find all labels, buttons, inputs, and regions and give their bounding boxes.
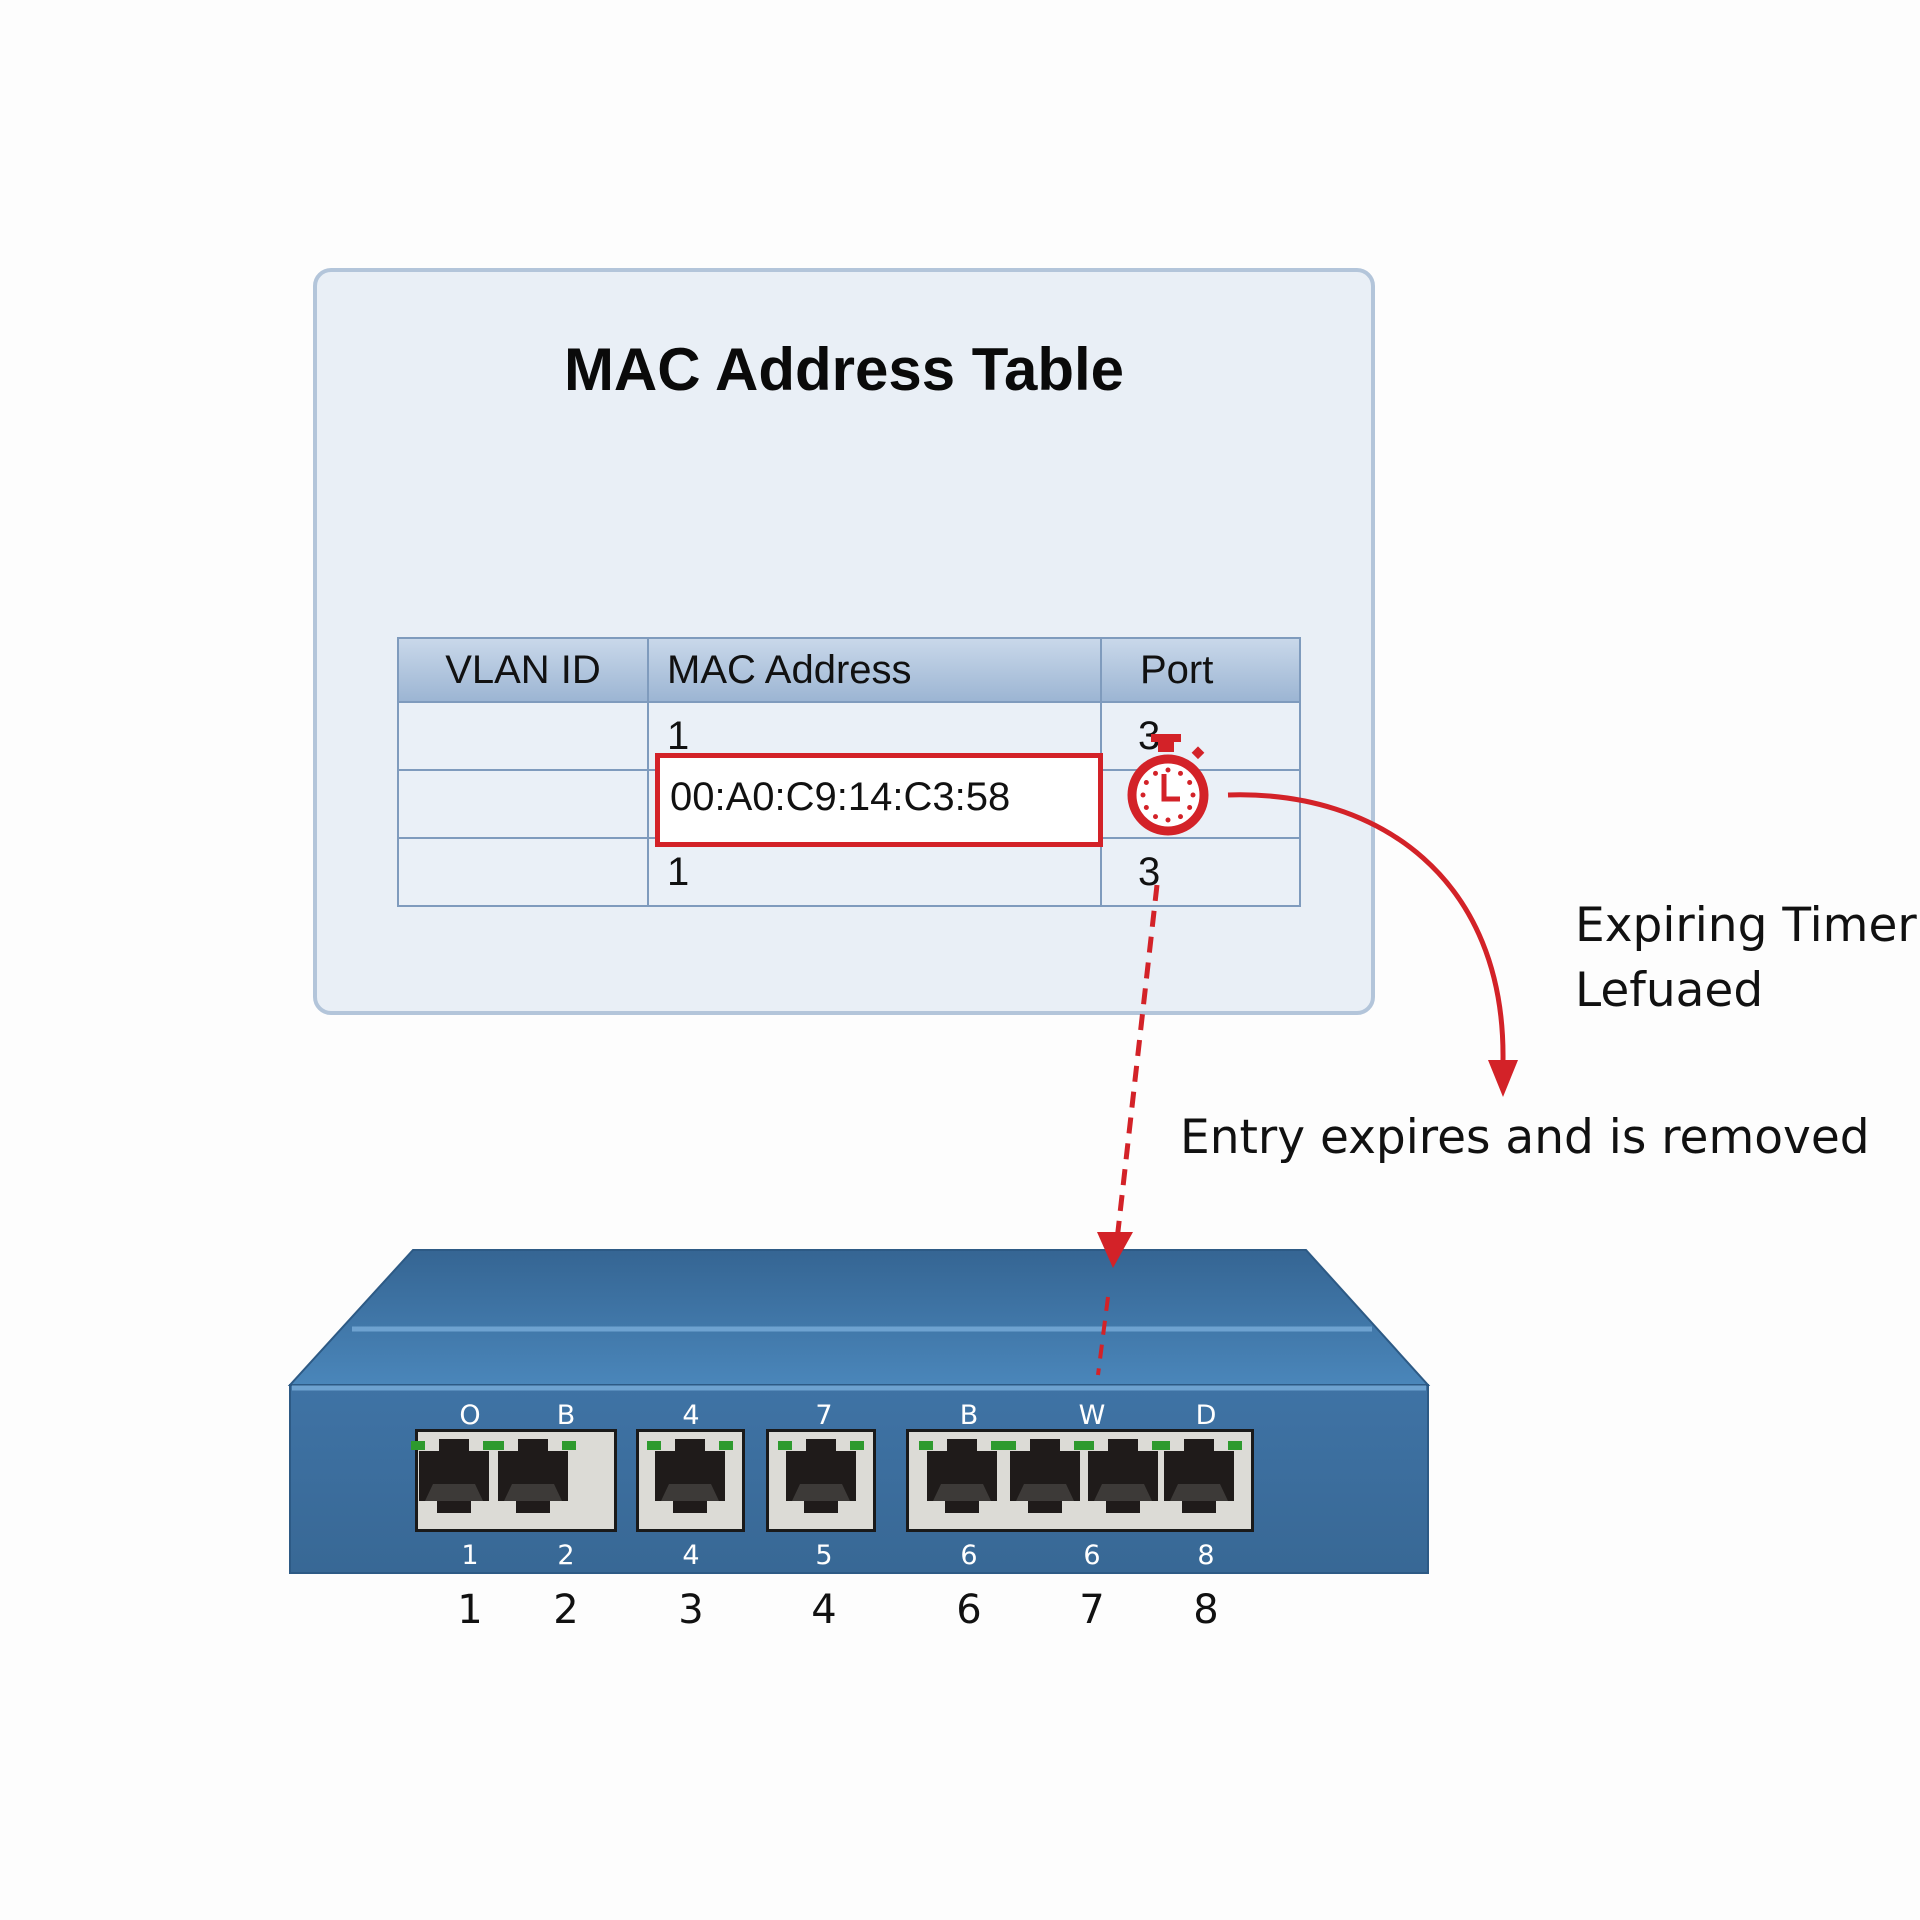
port-bottom-label: 4 <box>682 1540 700 1571</box>
highlighted-mac-address: 00:A0:C9:14:C3:58 <box>670 775 1011 819</box>
port-latch <box>1094 1484 1152 1501</box>
led-indicator <box>411 1441 425 1450</box>
port-number-label: 6 <box>956 1587 982 1633</box>
header-port: Port <box>1100 637 1301 703</box>
led-indicator <box>1080 1441 1094 1450</box>
stopwatch-tick <box>1140 792 1146 798</box>
stopwatch-tick <box>1187 780 1193 785</box>
led-indicator <box>991 1441 1005 1450</box>
port-latch <box>504 1484 562 1501</box>
cell-vlan <box>397 837 649 907</box>
port-number-label: 7 <box>1079 1587 1105 1633</box>
expiry-arrow <box>1227 792 1506 1061</box>
stopwatch-icon <box>1127 734 1209 836</box>
port-number-label: 8 <box>1193 1587 1219 1633</box>
highlighted-entry-box <box>655 753 1103 847</box>
port-bottom-label: 6 <box>1083 1540 1101 1571</box>
port-top-label: D <box>1195 1400 1217 1431</box>
removal-label: Entry expires and is removed <box>1180 1110 1870 1165</box>
stopwatch-tick <box>1165 817 1171 823</box>
port-number-label: 4 <box>811 1587 837 1633</box>
stopwatch-tick <box>1153 770 1158 776</box>
stopwatch-tick <box>1178 770 1183 776</box>
port-top-label: B <box>556 1400 576 1431</box>
stopwatch-tick <box>1165 767 1171 773</box>
dashed-arrow-to-switch <box>1114 884 1160 1241</box>
header-mac-address: MAC Address <box>647 637 1102 703</box>
header-vlan-id: VLAN ID <box>397 637 649 703</box>
stopwatch-tick <box>1178 814 1183 820</box>
port-bottom-label: 2 <box>557 1540 575 1571</box>
timer-label-line2: Lefuaed <box>1575 963 1764 1018</box>
port-latch <box>661 1484 719 1501</box>
port-top-label: 4 <box>682 1400 700 1431</box>
led-indicator <box>1228 1441 1242 1450</box>
port-bottom-label: 1 <box>461 1540 479 1571</box>
port-top-label: W <box>1078 1400 1106 1431</box>
cell-port: 3 <box>1100 701 1301 771</box>
led-indicator <box>919 1441 933 1450</box>
dashed-arrow-head <box>1097 1232 1133 1268</box>
table-row: 1 3 <box>397 837 1301 907</box>
timer-label-line1: Expiring Timer <box>1575 898 1917 953</box>
expiry-arrow-head <box>1488 1060 1518 1097</box>
dashed-line-into-switch <box>1096 1296 1110 1376</box>
panel-title: MAC Address Table <box>563 336 1125 403</box>
port-bottom-label: 8 <box>1197 1540 1215 1571</box>
stopwatch-tick <box>1187 805 1193 810</box>
port-number-label: 3 <box>678 1587 704 1633</box>
led-indicator <box>562 1441 576 1450</box>
cell-vlan <box>397 701 649 771</box>
header-label: MAC Address <box>667 647 912 692</box>
led-indicator <box>490 1441 504 1450</box>
table-header-row: VLAN ID MAC Address Port <box>397 637 1301 703</box>
port-number-label: 1 <box>457 1587 483 1633</box>
port-top-label: B <box>959 1400 979 1431</box>
port-latch <box>933 1484 991 1501</box>
switch-top-face <box>287 1249 1431 1386</box>
port-latch <box>1016 1484 1074 1501</box>
port-number-label: 2 <box>553 1587 579 1633</box>
header-label: Port <box>1140 647 1214 692</box>
port-top-label: 7 <box>815 1400 833 1431</box>
port-top-label: O <box>459 1400 481 1431</box>
led-indicator <box>1156 1441 1170 1450</box>
stopwatch-tick <box>1143 805 1149 810</box>
led-indicator <box>1002 1441 1016 1450</box>
cell-vlan <box>397 769 649 839</box>
port-bottom-label: 5 <box>815 1540 833 1571</box>
network-switch <box>287 1249 1431 1574</box>
port-latch <box>1170 1484 1228 1501</box>
cell-port: 3 <box>1100 837 1301 907</box>
led-indicator <box>647 1441 661 1450</box>
port-latch <box>425 1484 483 1501</box>
port-latch <box>792 1484 850 1501</box>
led-indicator <box>778 1441 792 1450</box>
led-indicator <box>719 1441 733 1450</box>
header-label: VLAN ID <box>445 647 601 692</box>
stopwatch-tick <box>1143 780 1149 785</box>
led-indicator <box>850 1441 864 1450</box>
port-blocks <box>411 1429 1254 1532</box>
cell-mac: 1 <box>647 837 1102 907</box>
mac-address-table: VLAN ID MAC Address Port 1 3 1 3 <box>397 637 1301 907</box>
port-bottom-label: 6 <box>960 1540 978 1571</box>
stopwatch-tick <box>1153 814 1158 820</box>
stopwatch-tick <box>1190 792 1196 798</box>
